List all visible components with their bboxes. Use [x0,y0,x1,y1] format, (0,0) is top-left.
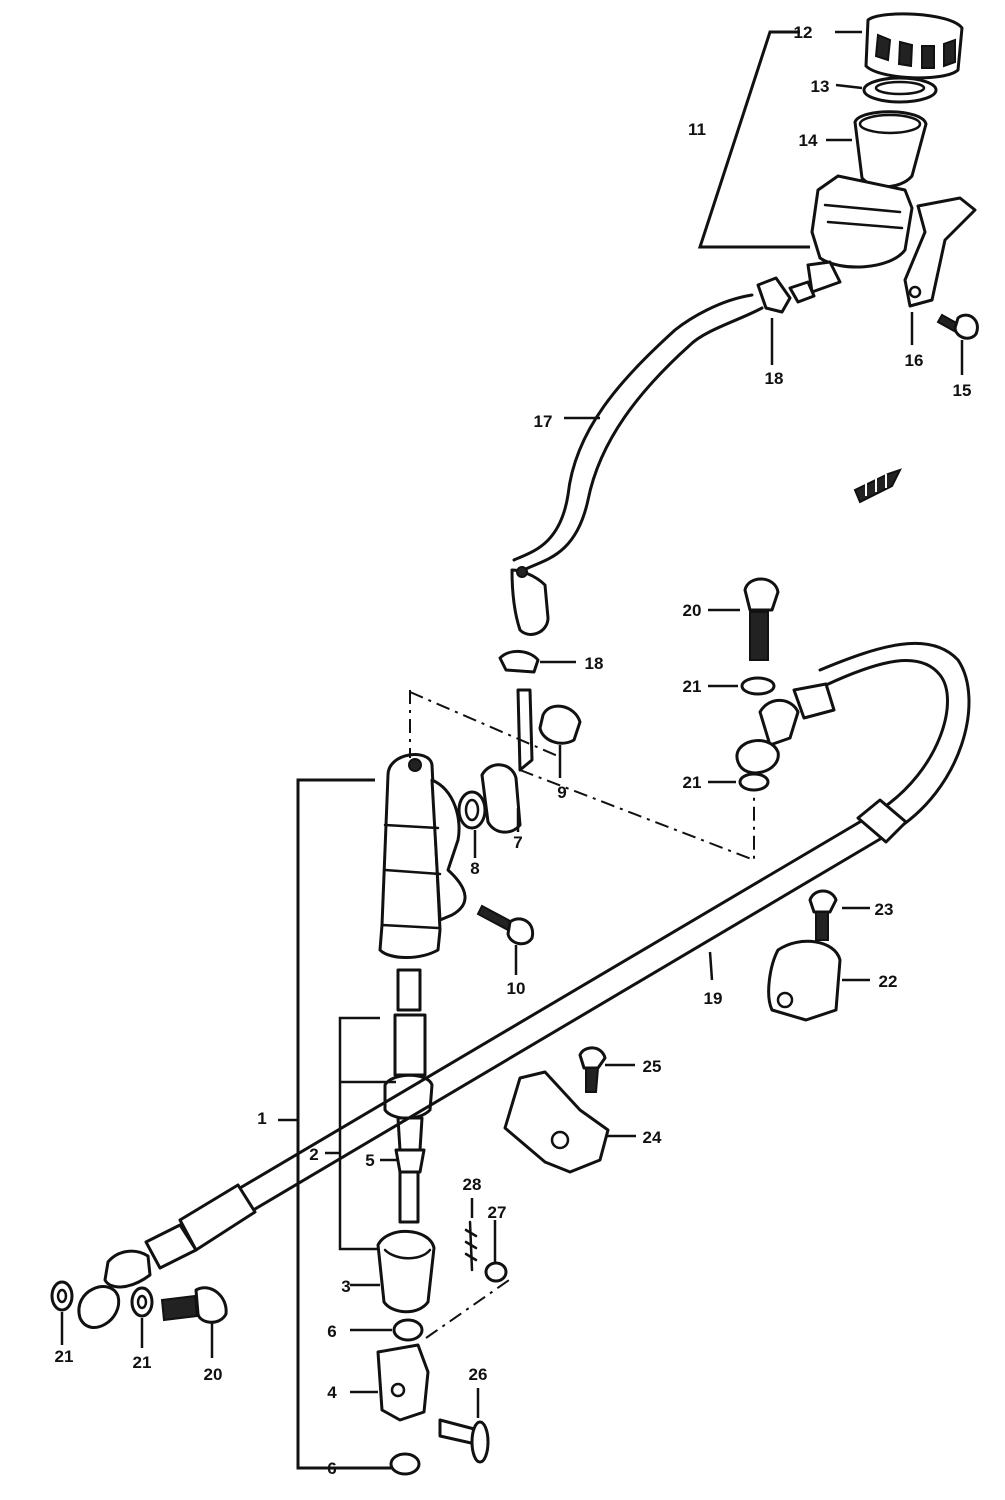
spring-pin-28 [464,1220,478,1272]
washer-21c [50,1280,74,1312]
callout-8: 8 [470,859,479,878]
cotter-27 [484,1261,508,1283]
hose-clamp-18b [498,650,540,674]
washer-21b [738,772,770,792]
callout-26: 26 [469,1365,488,1384]
cap-plate [862,76,938,104]
callout-27: 27 [488,1203,507,1222]
callout-4: 4 [327,1383,337,1402]
reservoir-body [806,174,914,294]
callout-14: 14 [799,131,818,150]
callout-5: 5 [365,1151,374,1170]
callout-19: 19 [704,989,723,1008]
banjo-bolt-20b [160,1286,228,1324]
nut-6b [389,1452,421,1476]
callout-3: 3 [341,1277,350,1296]
callout-21b: 21 [683,773,702,792]
callout-10: 10 [507,979,526,998]
boot-3 [376,1230,436,1314]
master-cylinder-body [378,753,467,959]
o-ring-8 [457,790,487,830]
callout-6a: 6 [327,1322,336,1341]
callout-21d: 21 [133,1353,152,1372]
callout-22: 22 [879,972,898,991]
front-arrow-icon [853,468,902,504]
leader-lines [60,30,964,1470]
callout-6b: 6 [327,1459,336,1478]
nut-6a [392,1318,424,1342]
washer-21a [740,676,776,696]
reservoir-cap [864,12,964,80]
bolt-10 [476,904,535,946]
piston-assembly [383,968,434,1224]
brake-hose [77,641,971,1329]
callout-24: 24 [643,1128,662,1147]
callouts: 12 13 11 14 16 15 18 17 20 18 21 9 21 7 … [55,23,972,1478]
reservoir-bracket [697,30,810,249]
bolt-23 [808,889,838,941]
clevis-4 [376,1343,430,1422]
callout-2: 2 [309,1145,318,1164]
dashed-reference-lines [409,690,755,1339]
callout-16: 16 [905,351,924,370]
diaphragm [853,110,928,189]
bolt-15 [936,313,979,340]
callout-9: 9 [557,783,566,802]
callout-20a: 20 [683,601,702,620]
holder-24 [503,1070,610,1174]
callout-17: 17 [534,412,553,431]
fitting-7 [480,688,534,834]
callout-28: 28 [463,1175,482,1194]
reservoir-hose [510,293,764,636]
callout-18b: 18 [585,654,604,673]
callout-7: 7 [513,833,522,852]
callout-15: 15 [953,381,972,400]
banjo-bolt-20a [743,577,780,661]
callout-23: 23 [875,900,894,919]
master-cylinder-bracket [296,778,393,1470]
hose-clamp-18a [756,276,816,314]
mounting-bracket [903,196,977,308]
pin-26 [438,1418,490,1464]
callout-12: 12 [794,23,813,42]
circlip-9 [538,704,582,745]
hose-clamp-22 [767,939,842,1022]
callout-1: 1 [257,1109,266,1128]
callout-18a: 18 [765,369,784,388]
callout-21c: 21 [55,1347,74,1366]
callout-11: 11 [688,120,706,139]
callout-20b: 20 [204,1365,223,1384]
callout-21a: 21 [683,677,702,696]
washer-21d [130,1286,154,1318]
callout-25: 25 [643,1057,662,1076]
callout-13: 13 [811,77,830,96]
bolt-25 [578,1046,607,1093]
